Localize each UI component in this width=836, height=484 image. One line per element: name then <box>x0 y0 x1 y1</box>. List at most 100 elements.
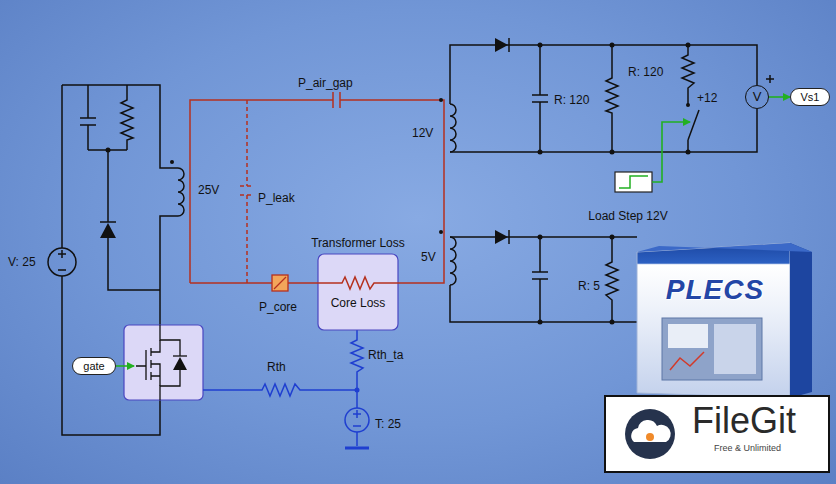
component-label: T: 25 <box>375 417 401 431</box>
diode-symbol <box>508 38 510 52</box>
product-box-side <box>790 243 812 398</box>
capacitor-symbol <box>80 85 96 150</box>
junction-dot <box>610 43 615 48</box>
switch-contact <box>686 103 690 107</box>
watermark-icon <box>646 433 654 441</box>
wire <box>160 325 180 400</box>
mosfet-symbol <box>151 340 160 386</box>
leakage-permeance <box>240 100 254 283</box>
product-box: PLECS <box>648 272 782 310</box>
air-gap-permeance <box>333 92 340 108</box>
resistor-symbol <box>682 45 694 105</box>
polarity-mark <box>766 75 774 83</box>
node-title: Load Step 12V <box>588 209 667 223</box>
switch-symbol <box>688 110 699 152</box>
diode-symbol <box>495 38 508 52</box>
polarity-mark <box>353 410 361 426</box>
diode-symbol <box>173 357 187 370</box>
diode-symbol <box>508 230 510 244</box>
core-permeance <box>272 275 288 291</box>
product-box-top <box>637 243 812 252</box>
polarity-dot <box>439 98 443 102</box>
junction-dot <box>106 148 111 153</box>
component-label: V: 25 <box>8 255 36 269</box>
product-screenshot <box>670 352 704 370</box>
voltmeter: V <box>745 85 769 109</box>
component-label: Rth_ta <box>368 348 403 362</box>
polarity-mark <box>58 250 66 270</box>
product-screenshot <box>668 324 708 348</box>
voltage-source-symbol <box>48 248 76 276</box>
step-block <box>615 172 652 192</box>
diode-symbol <box>173 355 187 356</box>
signal-wire <box>652 122 690 182</box>
junction-dot <box>538 320 543 325</box>
step-icon <box>619 176 648 188</box>
signal-wire <box>116 365 134 367</box>
ground-symbol <box>345 447 369 450</box>
loss-block <box>318 254 398 330</box>
transformer-winding <box>450 104 456 152</box>
component-label: Rth <box>267 360 286 374</box>
component-label: R: 120 <box>554 93 589 107</box>
signal-arrow <box>769 96 790 98</box>
wire <box>450 45 757 152</box>
component-label: P_leak <box>258 191 295 205</box>
junction-dot <box>610 150 615 155</box>
node-text: Free & Unlimited <box>714 443 781 454</box>
wire <box>62 85 178 168</box>
diode-symbol <box>495 230 508 244</box>
component-label: +12 <box>697 91 717 105</box>
temperature-source <box>345 408 369 432</box>
junction-dot <box>538 235 543 240</box>
capacitor-symbol <box>532 237 548 322</box>
node-title: Vs1 <box>801 90 820 104</box>
watermark-icon <box>631 420 670 442</box>
node-title: V <box>753 89 762 104</box>
junction-dot <box>538 43 543 48</box>
watermark-icon <box>625 409 675 459</box>
component-label: R: 120 <box>628 65 663 79</box>
component-label: 25V <box>198 183 219 197</box>
component-label: 12V <box>412 126 433 140</box>
core-permeance <box>274 277 286 289</box>
wire <box>450 237 637 322</box>
capacitor-symbol <box>532 45 548 152</box>
resistor-symbol <box>606 237 618 322</box>
component-label: 5V <box>421 250 436 264</box>
output-port: Vs1 <box>790 88 830 106</box>
node-title: PLECS <box>666 274 764 306</box>
watermark-frame <box>605 396 829 472</box>
mosfet-symbol <box>136 350 146 380</box>
transformer-winding <box>160 168 184 325</box>
junction-dot <box>610 320 615 325</box>
thermal-resistor <box>203 384 357 396</box>
polarity-dot <box>439 230 443 234</box>
thermal-resistor <box>351 330 363 408</box>
junction-dot <box>686 150 691 155</box>
diode-symbol <box>100 221 116 223</box>
diode-symbol <box>100 223 116 238</box>
junction-dot <box>355 388 360 393</box>
gate-port: gate <box>72 357 116 375</box>
product-screenshot <box>714 324 756 374</box>
component-label: R: 5 <box>578 279 600 293</box>
product-box-front <box>637 243 790 398</box>
load-step-block: Load Step 12V <box>578 170 678 226</box>
component-label: P_air_gap <box>298 76 353 90</box>
junction-dot <box>538 150 543 155</box>
magnetic-path <box>190 100 444 289</box>
node-title: FileGit <box>692 401 796 441</box>
polarity-dot <box>170 160 174 164</box>
mosfet-block <box>124 325 203 400</box>
node-text: Core Loss <box>331 296 386 310</box>
resistor-symbol <box>121 85 133 150</box>
product-screenshot <box>662 318 762 380</box>
resistor-symbol <box>606 45 618 152</box>
watermark-logo: FileGitFree & Unlimited <box>604 395 830 473</box>
transformer-winding <box>450 237 456 285</box>
wire <box>88 150 160 290</box>
junction-dot <box>610 235 615 240</box>
node-title: gate <box>83 359 104 373</box>
